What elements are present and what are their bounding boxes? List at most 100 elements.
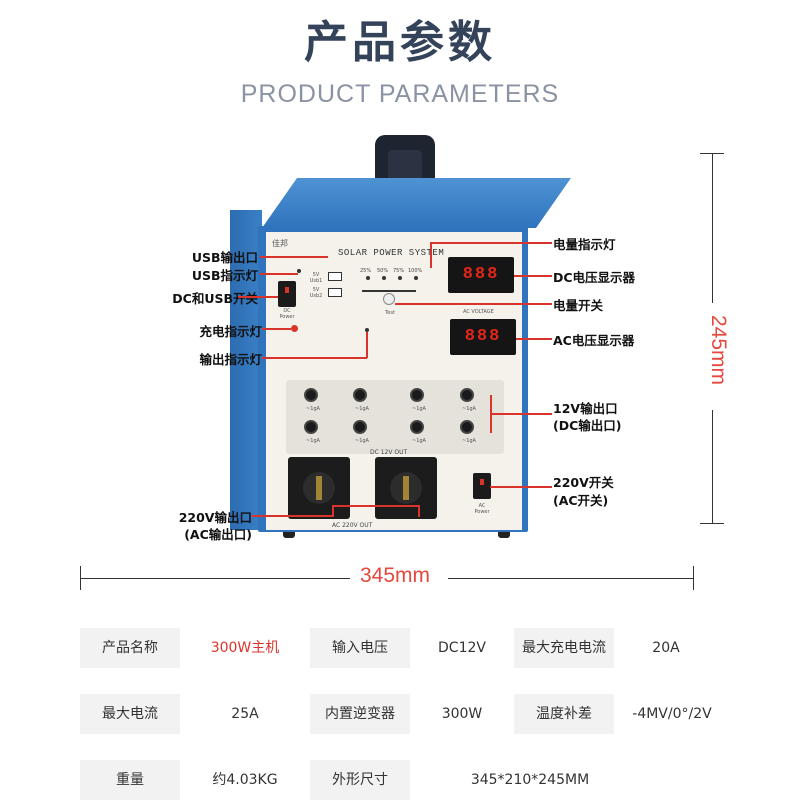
callout-output-indicator: 输出指示灯	[199, 352, 262, 367]
callout-usb-indicator: USB指示灯	[191, 268, 258, 283]
callout-power-indicator: 电量指示灯	[553, 237, 616, 252]
callout-ac-display: AC电压显示器	[553, 333, 635, 348]
callout-220v-switch-sub: (AC开关)	[553, 493, 609, 508]
width-dimension-line	[80, 578, 350, 579]
spec-value: 345*210*245MM	[470, 772, 590, 788]
callout-usb-output: USB输出口	[191, 250, 258, 265]
leader-line	[490, 486, 552, 488]
usb1-caption: 5V Usb1	[309, 272, 323, 284]
spec-row: 重量 约4.03KG 外形尺寸 345*210*245MM	[80, 760, 730, 800]
dc-jack-caption: ~1gA	[306, 438, 320, 444]
height-dimension: 245mm	[707, 315, 730, 386]
dc-jack-caption: ~1gA	[412, 406, 426, 412]
cabinet-top	[262, 178, 572, 228]
spec-value: 300W	[441, 706, 483, 722]
battery-led-25	[366, 276, 370, 280]
leader-line	[430, 242, 552, 244]
brand-logo: 佳邦	[272, 239, 288, 248]
dc-jack-caption: ~1gA	[355, 406, 369, 412]
indicator-bar	[362, 290, 416, 292]
battery-level-50: 50%	[377, 268, 389, 274]
callout-12v-output-sub: (DC输出口)	[553, 418, 622, 433]
leader-line	[366, 332, 368, 358]
leader-line	[238, 296, 278, 298]
cabinet-foot	[498, 532, 510, 538]
usb-indicator-light	[297, 269, 301, 273]
ac-voltage-display: 888	[450, 319, 516, 355]
dc-jack-caption: ~1gA	[412, 438, 426, 444]
ac-socket-2[interactable]	[375, 457, 437, 519]
callout-12v-output: 12V输出口	[553, 401, 618, 416]
leader-line	[395, 303, 552, 305]
leader-line	[418, 505, 420, 517]
callout-dc-usb-switch: DC和USB开关	[172, 291, 258, 306]
battery-level-25: 25%	[360, 268, 372, 274]
leader-line	[516, 338, 552, 340]
callout-220v-switch: 220V开关	[553, 475, 614, 490]
ac-out-caption: AC 220V OUT	[332, 522, 373, 529]
spec-value: 20A	[652, 640, 680, 656]
ac-switch[interactable]	[473, 473, 491, 499]
spec-row: 最大电流 25A 内置逆变器 300W 温度补差 -4MV/0°/2V	[80, 694, 730, 734]
leader-line	[430, 242, 432, 268]
battery-led-75	[398, 276, 402, 280]
leader-line	[260, 256, 328, 258]
power-test-button[interactable]	[383, 293, 395, 305]
dc-jack[interactable]	[460, 388, 474, 402]
leader-line	[252, 515, 332, 517]
spec-label: 外形尺寸	[310, 760, 410, 800]
leader-line	[514, 275, 552, 277]
spec-label: 内置逆变器	[310, 694, 410, 734]
battery-level-100: 100%	[408, 268, 423, 274]
dc-usb-switch[interactable]	[278, 281, 296, 307]
dc-jack-caption: ~1gA	[355, 438, 369, 444]
width-dimension: 345mm	[360, 564, 431, 587]
leader-line	[260, 273, 298, 275]
callout-220v-output-sub: (AC输出口)	[184, 527, 252, 542]
spec-label: 重量	[80, 760, 180, 800]
leader-line	[262, 357, 367, 359]
height-dimension-tick	[700, 153, 724, 154]
callout-220v-output: 220V输出口	[178, 510, 252, 525]
cabinet-side	[230, 210, 262, 530]
cabinet-foot	[283, 532, 295, 538]
callout-charge-indicator: 充电指示灯	[199, 324, 262, 339]
width-dimension-tick	[80, 566, 81, 590]
test-caption: Test	[385, 310, 395, 316]
usb-port-2[interactable]	[328, 288, 342, 297]
page-title: 产品参数	[304, 17, 496, 68]
battery-led-100	[414, 276, 418, 280]
dc-jack[interactable]	[304, 420, 318, 434]
dc-jack[interactable]	[410, 388, 424, 402]
callout-power-switch: 电量开关	[553, 298, 604, 313]
dc-jack-caption: ~1gA	[462, 438, 476, 444]
spec-label: 温度补差	[514, 694, 614, 734]
width-dimension-tick	[693, 566, 694, 590]
height-dimension-tick	[700, 523, 724, 524]
dc-jack[interactable]	[353, 388, 367, 402]
dc-jack[interactable]	[460, 420, 474, 434]
spec-label: 产品名称	[80, 628, 180, 668]
dc-out-caption: DC 12V OUT	[370, 449, 408, 456]
height-dimension-line	[712, 153, 713, 303]
dc-jack[interactable]	[410, 420, 424, 434]
usb-port-1[interactable]	[328, 272, 342, 281]
leader-line	[332, 505, 334, 517]
spec-row: 产品名称 300W主机 输入电压 DC12V 最大充电电流 20A	[80, 628, 730, 668]
page-subtitle: PRODUCT PARAMETERS	[240, 80, 560, 108]
usb2-caption: 5V Usb2	[309, 287, 323, 299]
width-dimension-line	[448, 578, 694, 579]
ac-voltage-caption: AC VOLTAGE	[463, 309, 494, 315]
dc-jack-caption: ~1gA	[462, 406, 476, 412]
spec-value: -4MV/0°/2V	[632, 706, 712, 722]
ac-socket-1[interactable]	[288, 457, 350, 519]
spec-value: 25A	[231, 706, 259, 722]
leader-line	[332, 505, 418, 507]
dc-jack[interactable]	[353, 420, 367, 434]
callout-dc-display: DC电压显示器	[553, 270, 636, 285]
dc-power-caption: DC Power	[279, 308, 295, 320]
dc-jack[interactable]	[304, 388, 318, 402]
spec-value: DC12V	[438, 640, 486, 656]
leader-line	[262, 328, 291, 330]
spec-label: 输入电压	[310, 628, 410, 668]
